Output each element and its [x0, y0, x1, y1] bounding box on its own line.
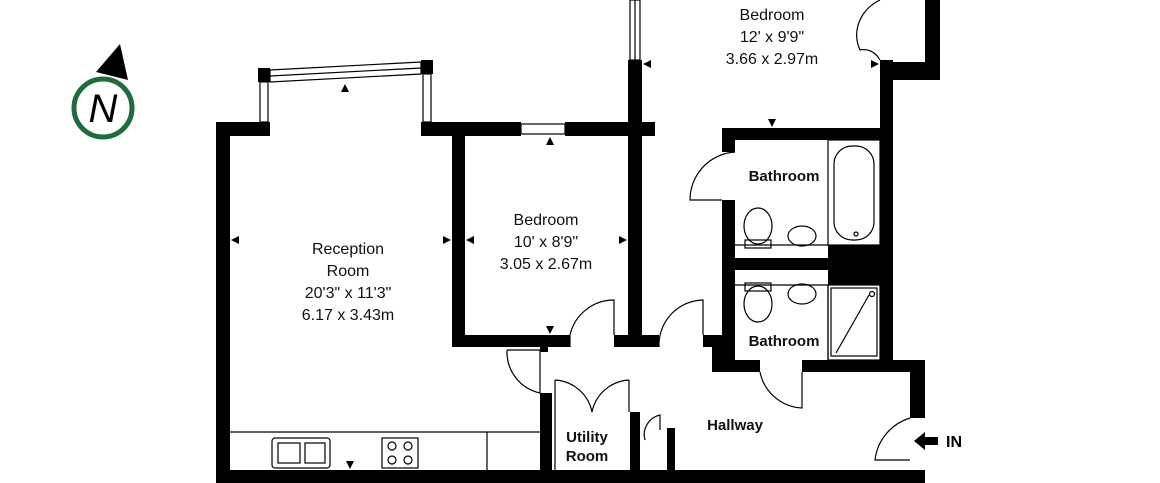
toilet-icon [743, 282, 773, 323]
measure-markers [231, 60, 879, 469]
svg-text:6.17 x 3.43m: 6.17 x 3.43m [302, 307, 395, 324]
svg-text:Bedroom: Bedroom [514, 212, 579, 229]
shower-icon [827, 284, 881, 361]
bathtub-icon [827, 139, 881, 246]
bathroom-1-label: Bathroom [749, 168, 820, 185]
svg-text:12' x 9'9": 12' x 9'9" [740, 29, 804, 46]
basin-icon [787, 283, 817, 305]
sink-icon [271, 437, 331, 469]
bedroom-2-label: Bedroom 12' x 9'9" 3.66 x 2.97m [726, 7, 819, 68]
svg-text:3.05 x 2.67m: 3.05 x 2.67m [500, 256, 593, 273]
hob-icon [381, 437, 419, 469]
hallway-label: Hallway [707, 417, 764, 434]
bedroom-1-label: Bedroom 10' x 8'9" 3.05 x 2.67m [500, 212, 593, 273]
svg-text:20'3" x 11'3": 20'3" x 11'3" [305, 285, 392, 302]
basin-icon [787, 225, 817, 247]
svg-text:Room: Room [327, 263, 370, 280]
north-arrow-icon [96, 44, 128, 80]
toilet-icon [743, 207, 773, 249]
walls [216, 0, 940, 483]
bathroom-2-label: Bathroom [749, 333, 820, 350]
svg-text:Reception: Reception [312, 241, 384, 258]
entrance-arrow-icon [914, 432, 938, 450]
doors [506, 0, 911, 470]
compass-letter: N [89, 87, 118, 131]
north-compass: N [71, 44, 135, 140]
reception-room-label: Reception Room 20'3" x 11'3" 6.17 x 3.43… [302, 241, 395, 324]
svg-text:Bedroom: Bedroom [740, 7, 805, 24]
windows [259, 0, 641, 135]
fixtures [230, 139, 881, 470]
entrance-label: IN [946, 434, 962, 451]
utility-room-label-1: Utility [566, 429, 608, 446]
utility-room-label-2: Room [566, 448, 609, 465]
svg-text:3.66 x 2.97m: 3.66 x 2.97m [726, 51, 819, 68]
compass-circle [71, 76, 135, 140]
svg-text:10' x 8'9": 10' x 8'9" [514, 234, 578, 251]
